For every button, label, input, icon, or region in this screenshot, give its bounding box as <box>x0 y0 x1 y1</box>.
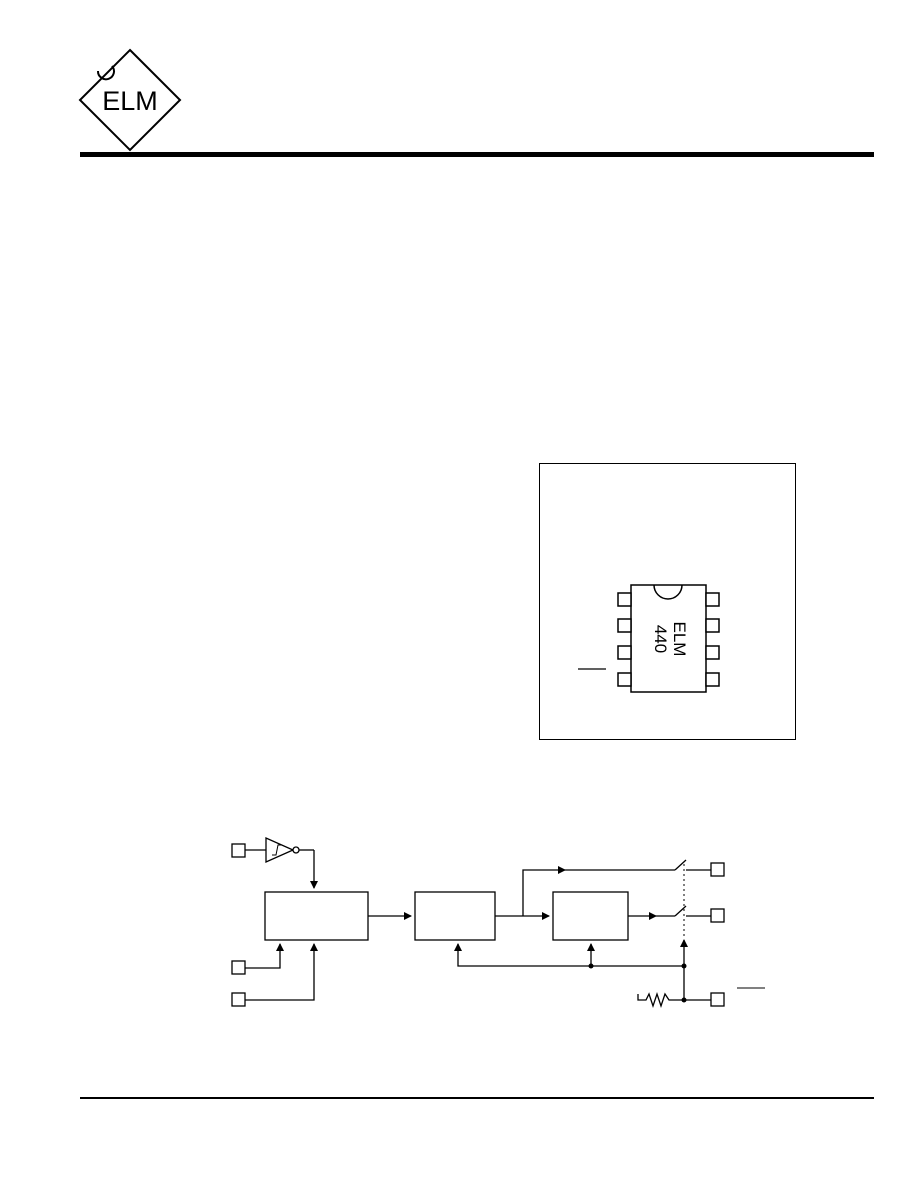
output-pin-2 <box>710 908 725 923</box>
elm-logo-icon: ELM <box>78 48 182 152</box>
logo-text: ELM <box>102 86 158 116</box>
input-pin-1 <box>231 843 246 858</box>
block-3 <box>552 891 629 941</box>
input-pin-3 <box>231 992 246 1007</box>
block-2 <box>414 891 496 941</box>
pin-2 <box>617 618 632 633</box>
resistor-icon <box>637 991 684 1009</box>
footer-rule <box>80 1097 874 1099</box>
pin-8 <box>705 592 720 607</box>
block-diagram <box>231 836 765 1009</box>
pin-6 <box>705 645 720 660</box>
pin-4 <box>617 672 632 687</box>
chip-marking-elm: ELM <box>670 622 689 657</box>
switch-2-icon <box>674 905 687 917</box>
chip-notch <box>653 584 683 600</box>
pin-5 <box>705 672 720 687</box>
switch-1-icon <box>674 859 687 871</box>
pin-3 <box>617 645 632 660</box>
block-1 <box>264 891 369 941</box>
pin-1 <box>617 592 632 607</box>
header-rule <box>80 152 874 157</box>
input-pin-2 <box>231 960 246 975</box>
schmitt-inverter-icon <box>265 836 295 864</box>
chip-body <box>630 584 707 693</box>
output-pin-3 <box>710 992 725 1007</box>
pin-connections-box: ELM 440 <box>539 463 796 740</box>
chip-marking-part: 440 <box>651 625 670 653</box>
pin-7 <box>705 618 720 633</box>
output-pin-1 <box>710 862 725 877</box>
